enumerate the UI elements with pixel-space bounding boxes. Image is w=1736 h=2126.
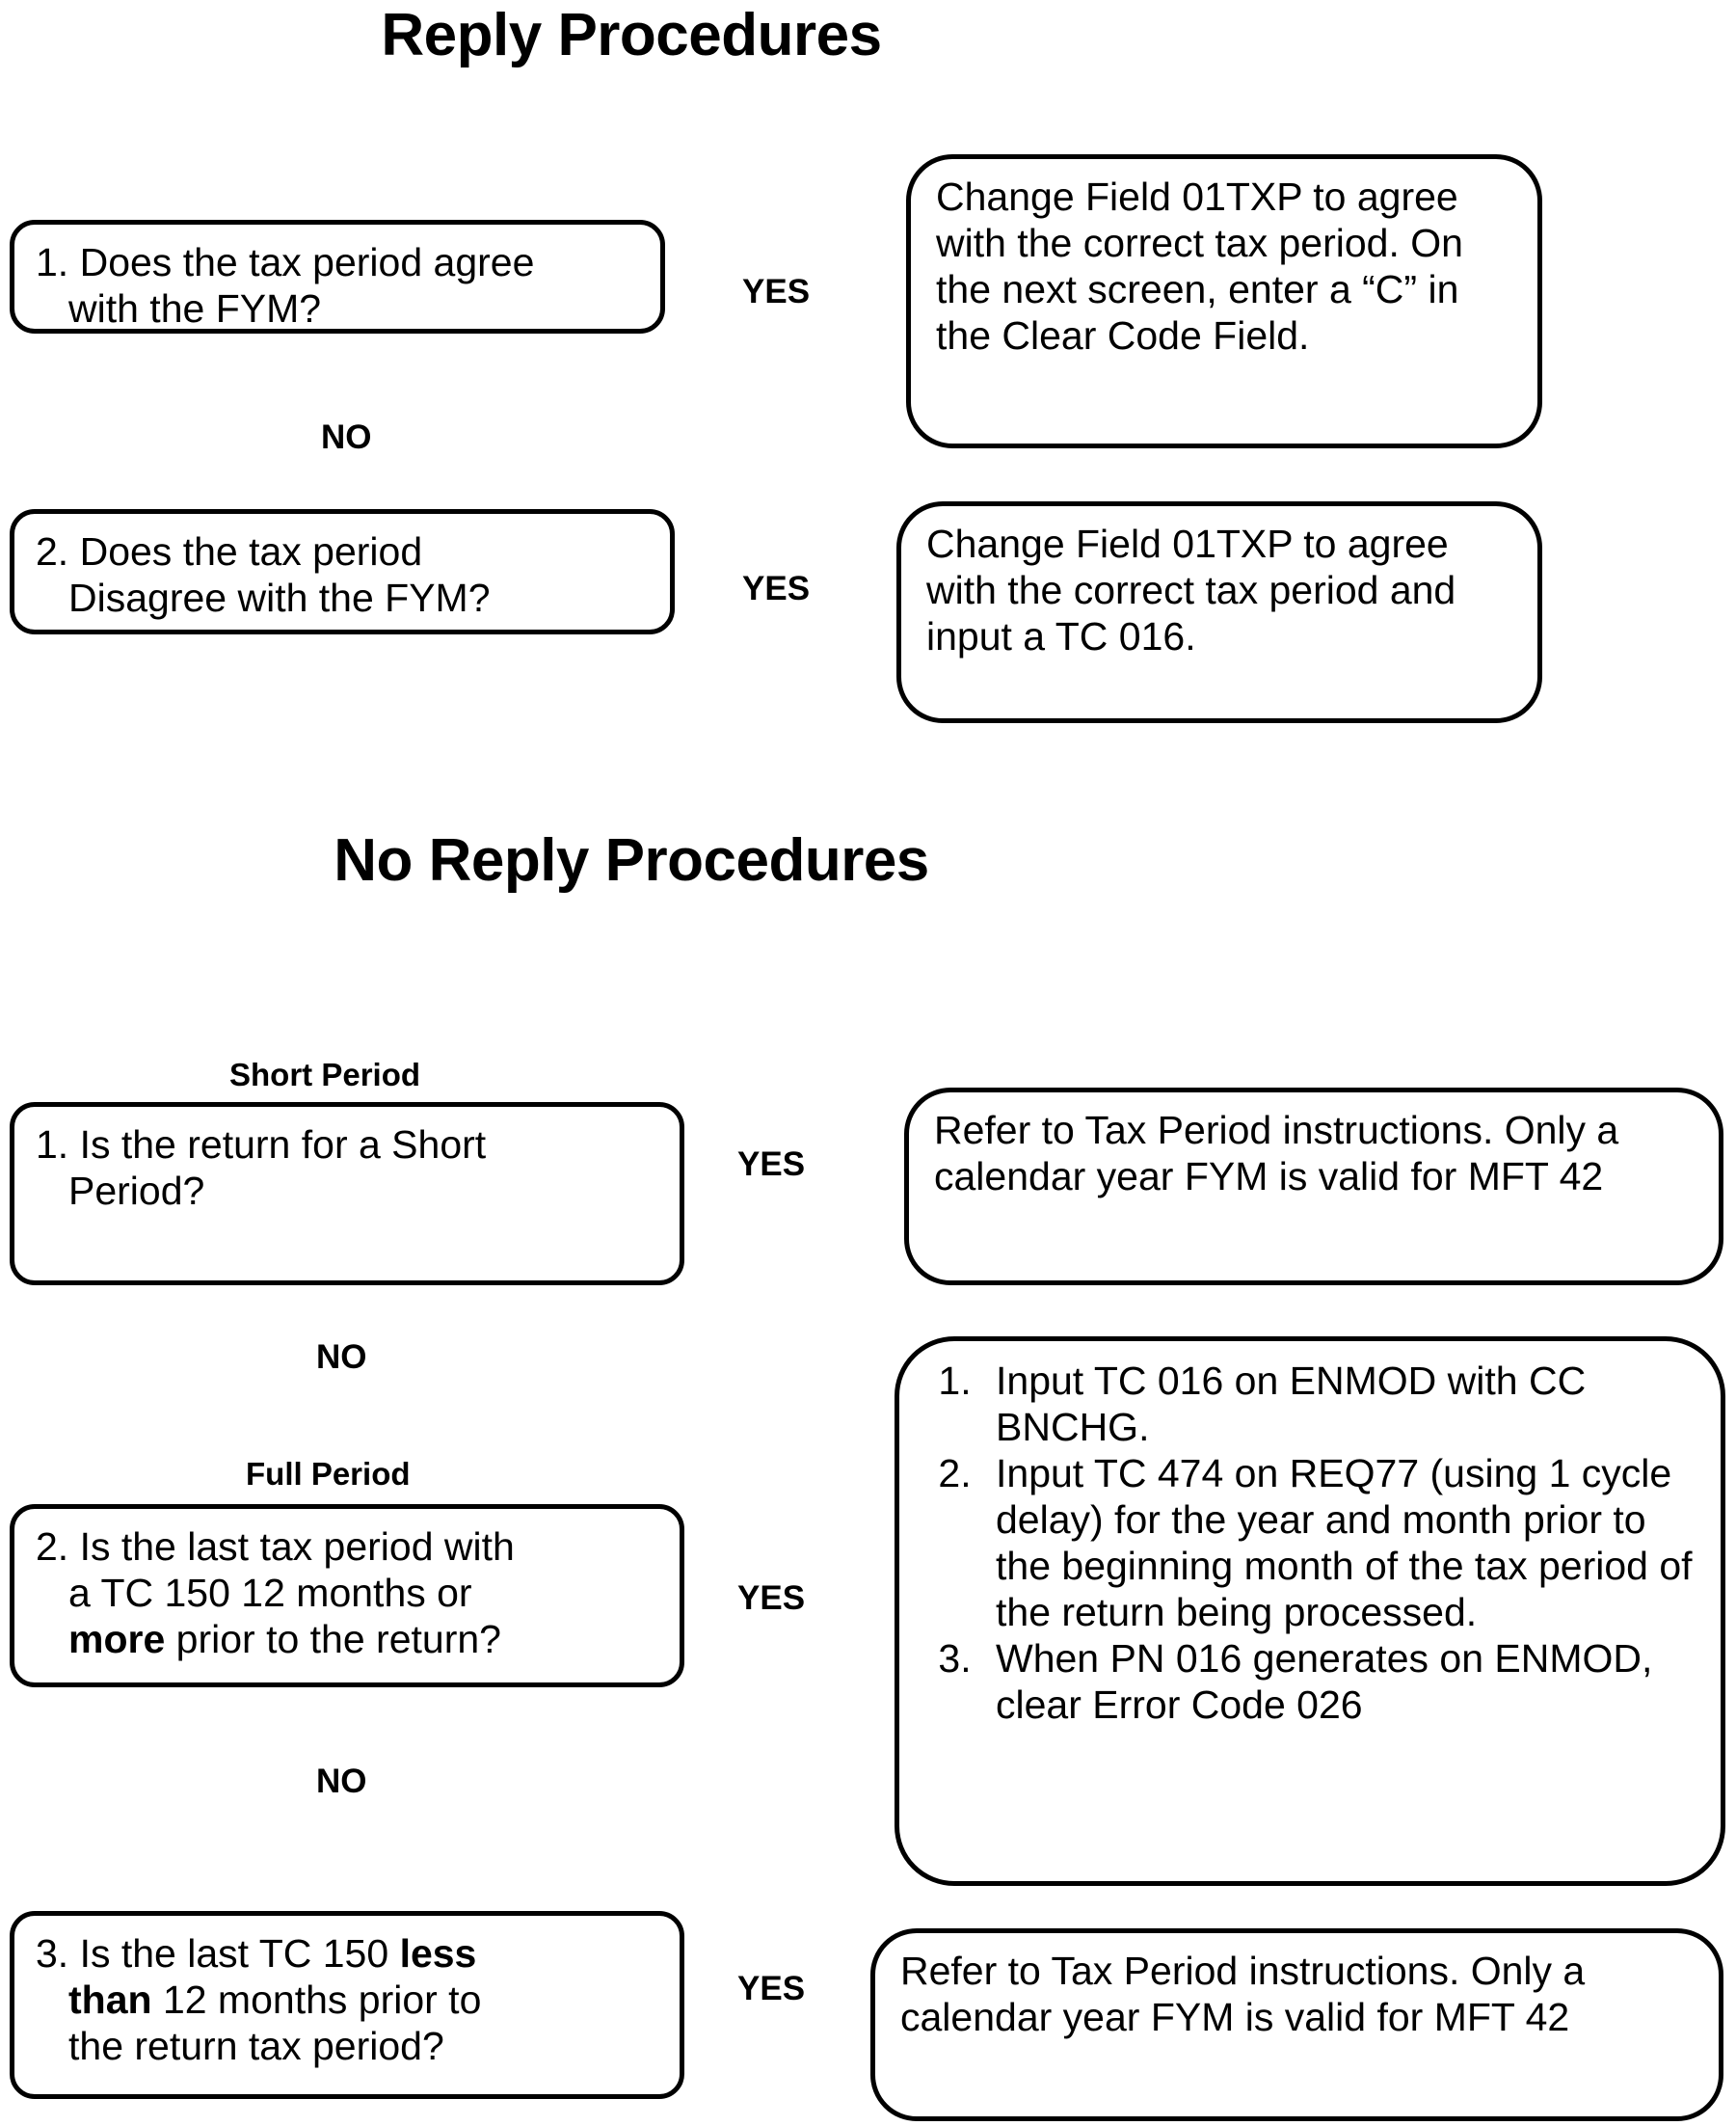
heading-short-period: Short Period — [229, 1057, 421, 1092]
action-step-item: Input TC 474 on REQ77 (using 1 cycle del… — [982, 1451, 1696, 1636]
question-box-noreply-3: 3. Is the last TC 150 less than 12 month… — [10, 1911, 684, 2099]
action-text: Change Field 01TXP to agree with the cor… — [926, 522, 1456, 659]
action-text: Change Field 01TXP to agree with the cor… — [936, 175, 1463, 358]
action-step-item: When PN 016 generates on ENMOD, clear Er… — [982, 1636, 1696, 1729]
question-text: 1. Does the tax period agree with the FY… — [36, 240, 535, 331]
action-step-item: Input TC 016 on ENMOD with CC BNCHG. — [982, 1359, 1696, 1451]
action-step-list: Input TC 016 on ENMOD with CC BNCHG. Inp… — [924, 1359, 1696, 1729]
action-box-noreply-3: Refer to Tax Period instructions. Only a… — [870, 1928, 1723, 2121]
action-box-noreply-1: Refer to Tax Period instructions. Only a… — [904, 1088, 1723, 1285]
action-box-noreply-2: Input TC 016 on ENMOD with CC BNCHG. Inp… — [895, 1336, 1725, 1886]
question-text: 2. Does the tax period Disagree with the… — [36, 529, 491, 620]
question-text-emphasis: less than — [68, 1931, 477, 2022]
question-text-suffix: prior to the return? — [165, 1616, 501, 1661]
action-text: Refer to Tax Period instructions. Only a… — [934, 1108, 1619, 1198]
question-box-noreply-2: 2. Is the last tax period with a TC 150 … — [10, 1504, 684, 1687]
branch-label-no-noreply-1: NO — [316, 1338, 367, 1376]
branch-label-no-reply-1: NO — [321, 418, 372, 456]
heading-full-period: Full Period — [246, 1456, 411, 1492]
question-box-reply-2: 2. Does the tax period Disagree with the… — [10, 509, 675, 634]
branch-label-yes-noreply-2: YES — [737, 1579, 806, 1617]
section-title-reply-procedures: Reply Procedures — [381, 2, 882, 68]
branch-label-yes-reply-2: YES — [742, 570, 811, 607]
branch-label-no-noreply-2: NO — [316, 1763, 367, 1800]
branch-label-yes-noreply-3: YES — [737, 1970, 806, 2007]
question-text-suffix: 12 months prior to the return tax period… — [68, 1977, 482, 2068]
question-text: 1. Is the return for a Short Period? — [36, 1122, 487, 1213]
question-text: 3. Is the last TC 150 less than 12 month… — [36, 1931, 666, 2070]
question-text-prefix: 3. Is the last TC 150 — [36, 1931, 400, 1976]
action-text: Refer to Tax Period instructions. Only a… — [900, 1949, 1586, 2039]
question-text-emphasis: more — [68, 1616, 166, 1661]
branch-label-yes-reply-1: YES — [742, 273, 811, 310]
question-text: 2. Is the last tax period with a TC 150 … — [36, 1524, 666, 1663]
action-box-reply-1: Change Field 01TXP to agree with the cor… — [906, 154, 1542, 448]
question-text-prefix: 2. Is the last tax period with a TC 150 … — [36, 1524, 515, 1615]
section-title-no-reply-procedures: No Reply Procedures — [334, 827, 929, 894]
branch-label-yes-noreply-1: YES — [737, 1145, 806, 1183]
question-box-noreply-1: 1. Is the return for a Short Period? — [10, 1102, 684, 1285]
question-box-reply-1: 1. Does the tax period agree with the FY… — [10, 220, 665, 334]
action-box-reply-2: Change Field 01TXP to agree with the cor… — [896, 501, 1542, 723]
